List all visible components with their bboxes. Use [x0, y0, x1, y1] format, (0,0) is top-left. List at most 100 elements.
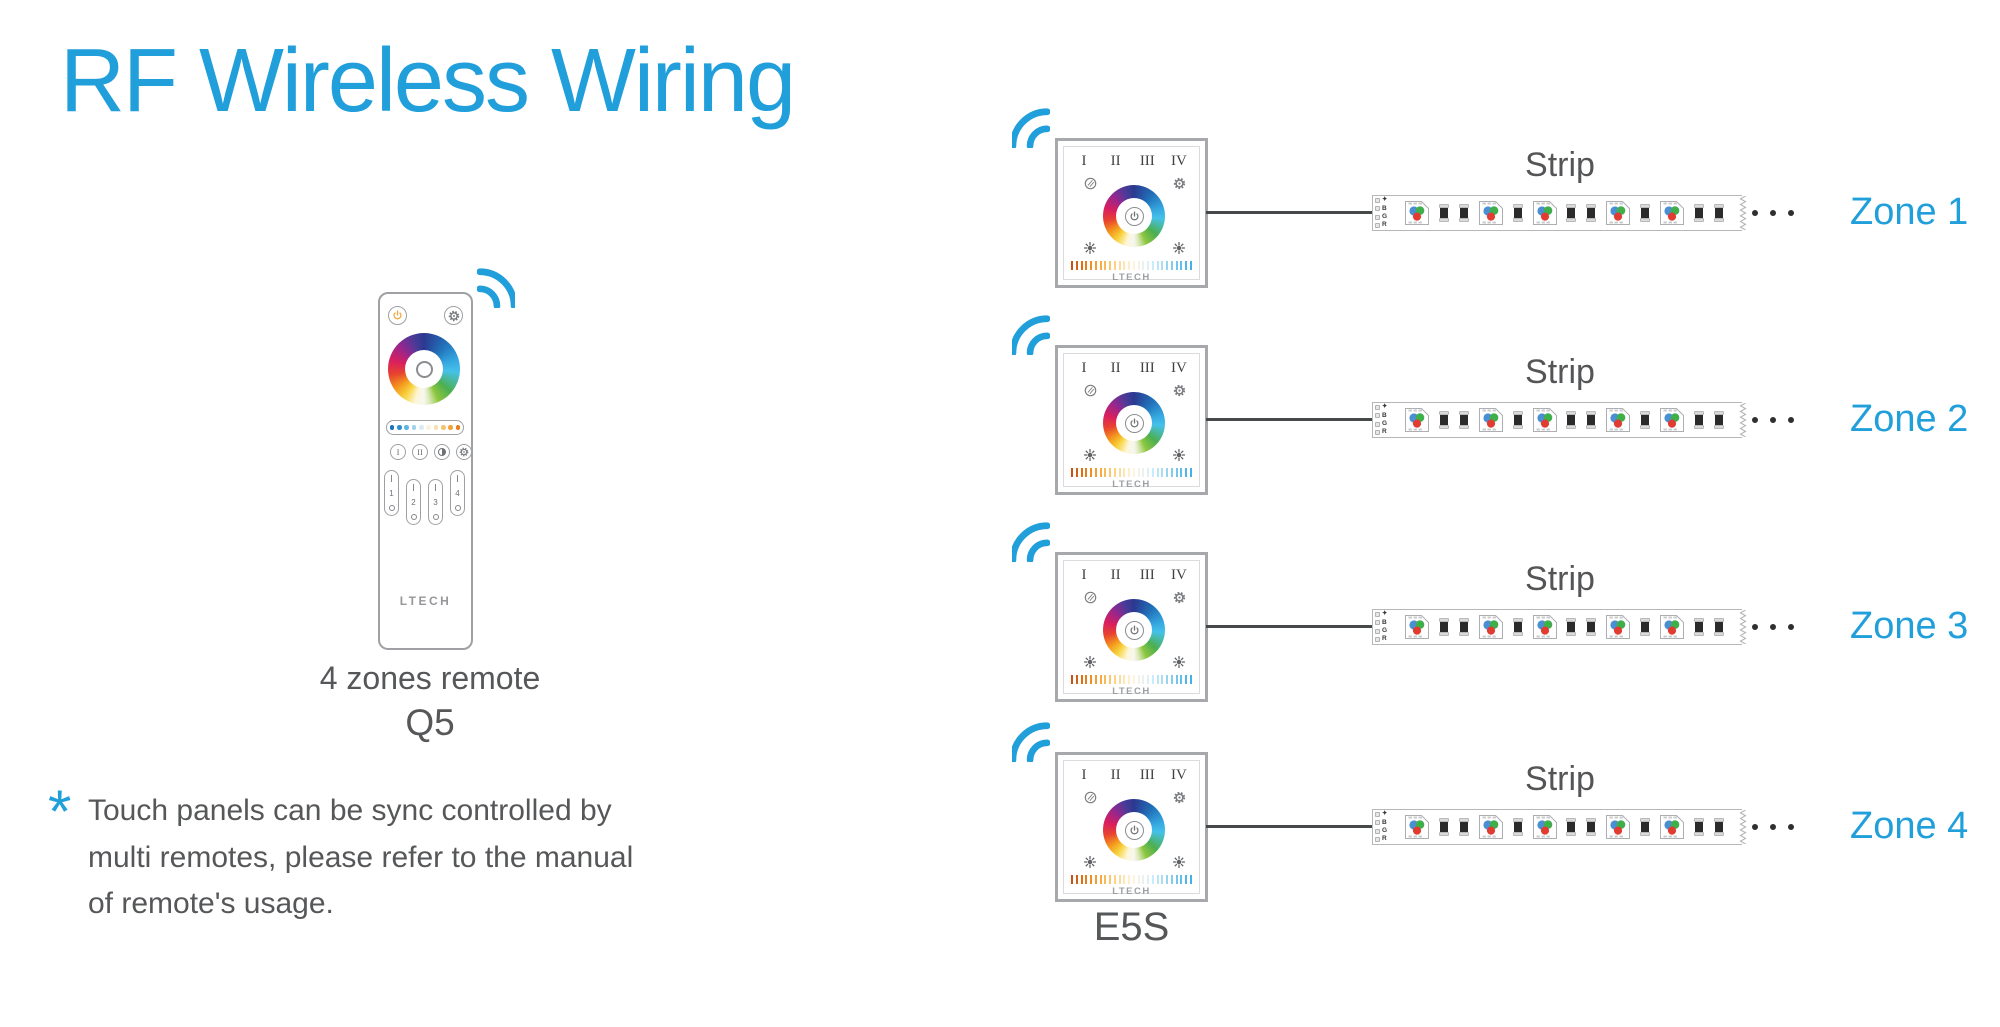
- resistor: [1640, 818, 1651, 836]
- cct-bar: [1156, 261, 1159, 270]
- panel-color-wheel[interactable]: [1103, 185, 1165, 247]
- dimmer-icon[interactable]: [1084, 591, 1097, 604]
- brightness-up-icon[interactable]: [1172, 241, 1186, 255]
- cct-bar: [1099, 261, 1102, 270]
- resistor: [1566, 411, 1577, 429]
- remote-power-button[interactable]: [388, 306, 407, 325]
- channel-4-label[interactable]: IV: [1171, 767, 1187, 783]
- rgb-led-chip: [1478, 408, 1503, 432]
- gear-icon[interactable]: [1173, 591, 1186, 604]
- panel-color-wheel[interactable]: [1103, 599, 1165, 661]
- cct-bar: [1132, 468, 1135, 477]
- remote-settings-button[interactable]: [444, 306, 463, 325]
- resistor: [1586, 618, 1597, 636]
- channel-4-label[interactable]: IV: [1171, 567, 1187, 583]
- remote-effect-button[interactable]: [456, 444, 472, 460]
- panel-inner-frame: [1063, 353, 1200, 487]
- connection-wire: [1206, 418, 1374, 421]
- remote-color-wheel[interactable]: [388, 333, 460, 405]
- panel-cct-slider[interactable]: [1071, 675, 1192, 684]
- cct-bar: [1147, 261, 1149, 270]
- note-line: of remote's usage.: [88, 887, 334, 920]
- gear-icon[interactable]: [1173, 791, 1186, 804]
- brightness-down-icon[interactable]: [1083, 241, 1097, 255]
- channel-4-label[interactable]: IV: [1171, 153, 1187, 169]
- gear-icon[interactable]: [1173, 384, 1186, 397]
- panel-power-button[interactable]: [1124, 620, 1144, 640]
- resistor: [1512, 818, 1523, 836]
- brightness-up-icon[interactable]: [1172, 448, 1186, 462]
- panel-cct-slider[interactable]: [1071, 875, 1192, 884]
- color-wheel-hole: [1116, 612, 1152, 648]
- channel-1-label[interactable]: I: [1081, 360, 1087, 376]
- channel-2-label[interactable]: II: [1110, 153, 1121, 169]
- remote-zone-1-button[interactable]: 1: [384, 470, 399, 516]
- panel-power-button[interactable]: [1124, 820, 1144, 840]
- rgb-led-chip: [1478, 201, 1503, 225]
- page-title: RF Wireless Wiring: [60, 31, 796, 131]
- zone-key-dot-icon: [388, 505, 395, 511]
- touch-panel-e5s[interactable]: I II III IV: [1055, 345, 1208, 495]
- cct-bar: [1085, 675, 1088, 684]
- channel-1-label[interactable]: I: [1081, 567, 1087, 583]
- remote-zone-3-button[interactable]: 3: [428, 479, 443, 525]
- rgb-led-chip: [1660, 408, 1685, 432]
- strip-terminal: G: [1375, 627, 1395, 635]
- cct-bar: [1142, 468, 1145, 477]
- channel-1-label[interactable]: I: [1081, 153, 1087, 169]
- dimmer-icon[interactable]: [1084, 177, 1097, 190]
- panel-cct-slider[interactable]: [1071, 468, 1192, 477]
- solder-pad: [1375, 820, 1380, 826]
- cct-bar: [1147, 875, 1149, 884]
- brightness-down-icon[interactable]: [1083, 655, 1097, 669]
- color-wheel-center-button[interactable]: [415, 360, 433, 378]
- channel-3-label[interactable]: III: [1139, 767, 1155, 783]
- panel-power-button[interactable]: [1124, 413, 1144, 433]
- cct-bar: [1161, 875, 1164, 884]
- cct-bar: [1166, 468, 1168, 477]
- remote-mode-1-button[interactable]: I: [390, 444, 406, 460]
- touch-panel-e5s[interactable]: I II III IV: [1055, 552, 1208, 702]
- remote-mode-2-button[interactable]: II: [412, 444, 428, 460]
- remote-zone-4-button[interactable]: 4: [450, 470, 465, 516]
- brightness-up-icon[interactable]: [1172, 855, 1186, 869]
- channel-3-label[interactable]: III: [1139, 153, 1155, 169]
- channel-3-label[interactable]: III: [1139, 360, 1155, 376]
- strip-components: [1395, 610, 1742, 644]
- panel-color-wheel[interactable]: [1103, 392, 1165, 454]
- channel-2-label[interactable]: II: [1110, 767, 1121, 783]
- brightness-up-icon[interactable]: [1172, 655, 1186, 669]
- solder-pad: [1375, 429, 1380, 435]
- dimmer-icon[interactable]: [1084, 791, 1097, 804]
- panel-channel-indicators: I II III IV: [1074, 567, 1189, 584]
- remote-brightness-button[interactable]: [434, 444, 450, 460]
- panel-cct-slider[interactable]: [1071, 261, 1192, 270]
- cct-bar: [1104, 468, 1107, 477]
- panel-power-button[interactable]: [1124, 206, 1144, 226]
- strip-label: Strip: [1525, 760, 1595, 798]
- channel-2-label[interactable]: II: [1110, 567, 1121, 583]
- resistor: [1458, 411, 1469, 429]
- panel-color-wheel[interactable]: [1103, 799, 1165, 861]
- cct-bar: [1189, 675, 1192, 684]
- remote-zone-2-button[interactable]: 2: [406, 479, 421, 525]
- cct-bar: [1147, 675, 1149, 684]
- channel-1-label[interactable]: I: [1081, 767, 1087, 783]
- cct-bar: [1128, 675, 1130, 684]
- zone-label: Zone 4: [1850, 805, 1969, 847]
- brightness-down-icon[interactable]: [1083, 448, 1097, 462]
- touch-panel-e5s[interactable]: I II III IV: [1055, 138, 1208, 288]
- panel-channel-indicators: I II III IV: [1074, 360, 1189, 377]
- cct-bar: [1185, 675, 1187, 684]
- dimmer-icon[interactable]: [1084, 384, 1097, 397]
- panel-channel-indicators: I II III IV: [1074, 767, 1189, 784]
- channel-3-label[interactable]: III: [1139, 567, 1155, 583]
- remote-cct-slider[interactable]: [386, 420, 464, 435]
- gear-icon[interactable]: [1173, 177, 1186, 190]
- touch-panel-e5s[interactable]: I II III IV: [1055, 752, 1208, 902]
- brightness-down-icon[interactable]: [1083, 855, 1097, 869]
- rgb-led-chip: [1606, 201, 1631, 225]
- cct-bar: [1118, 675, 1121, 684]
- channel-4-label[interactable]: IV: [1171, 360, 1187, 376]
- channel-2-label[interactable]: II: [1110, 360, 1121, 376]
